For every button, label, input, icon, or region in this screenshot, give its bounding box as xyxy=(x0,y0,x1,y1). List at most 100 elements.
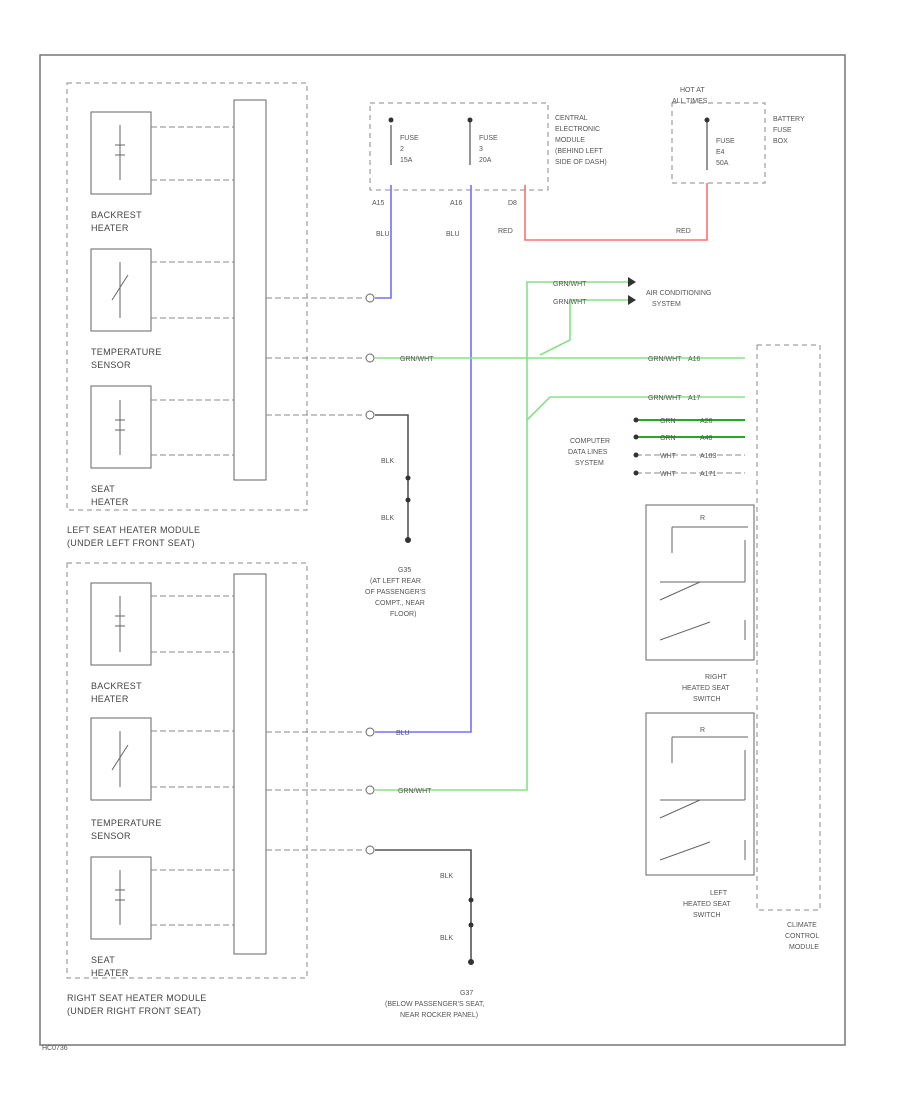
hot-at-all-times: HOT AT xyxy=(680,87,705,94)
climate-pin-a16: A16 xyxy=(688,356,701,363)
svg-text:ELECTRONIC: ELECTRONIC xyxy=(555,126,600,133)
seat-heater-element xyxy=(90,385,152,469)
svg-text:3: 3 xyxy=(479,146,483,153)
svg-text:GRN/WHT: GRN/WHT xyxy=(648,356,682,363)
connector-icons xyxy=(365,117,710,855)
svg-text:GRN/WHT: GRN/WHT xyxy=(398,788,432,795)
svg-text:(UNDER RIGHT FRONT SEAT): (UNDER RIGHT FRONT SEAT) xyxy=(67,1006,201,1016)
svg-text:15A: 15A xyxy=(400,157,413,164)
diagram-frame xyxy=(39,54,846,1046)
svg-text:BLU: BLU xyxy=(446,231,460,238)
svg-text:MODULE: MODULE xyxy=(555,137,585,144)
fuse-2-label: FUSE xyxy=(400,135,419,142)
svg-text:(BELOW PASSENGER'S SEAT,: (BELOW PASSENGER'S SEAT, xyxy=(385,1001,485,1008)
svg-text:GRN/WHT: GRN/WHT xyxy=(648,395,682,402)
ground-g35: G35 xyxy=(398,567,411,574)
right-heated-seat-switch xyxy=(645,504,755,661)
ground-g37: G37 xyxy=(460,990,473,997)
backrest-label: BACKREST xyxy=(91,681,142,691)
svg-text:BLK: BLK xyxy=(381,515,395,522)
blu-wire-upper xyxy=(375,185,392,299)
svg-text:SWITCH: SWITCH xyxy=(693,696,721,703)
svg-text:A48: A48 xyxy=(700,435,713,442)
svg-text:(UNDER LEFT FRONT SEAT): (UNDER LEFT FRONT SEAT) xyxy=(67,538,195,548)
svg-text:COMPT., NEAR: COMPT., NEAR xyxy=(375,600,425,607)
svg-text:RED: RED xyxy=(498,228,513,235)
pin-d8: D8 xyxy=(508,200,517,207)
svg-text:A103: A103 xyxy=(700,453,716,460)
svg-text:HEATER: HEATER xyxy=(91,223,129,233)
backrest-heater-element xyxy=(90,582,152,666)
right-switch-label: RIGHT xyxy=(705,674,728,681)
svg-text:BLU: BLU xyxy=(396,730,410,737)
svg-text:50A: 50A xyxy=(716,160,729,167)
backrest-heater-element xyxy=(90,111,152,195)
svg-text:BLK: BLK xyxy=(381,458,395,465)
right-seat-heater-module: BACKREST HEATER TEMPERATURE SENSOR SEAT … xyxy=(66,562,365,1016)
svg-text:GRN/WHT: GRN/WHT xyxy=(553,281,587,288)
grn-wht-wire-a17 xyxy=(526,396,745,421)
svg-text:SENSOR: SENSOR xyxy=(91,360,131,370)
left-switch-label: LEFT xyxy=(710,890,728,897)
pin-a15: A15 xyxy=(372,200,385,207)
blu-wire-main xyxy=(375,185,472,733)
svg-text:SYSTEM: SYSTEM xyxy=(652,301,681,308)
cem-label: CENTRAL xyxy=(555,115,588,122)
ground-icon xyxy=(405,537,411,543)
ground-icon xyxy=(468,959,474,965)
svg-text:A26: A26 xyxy=(700,418,713,425)
fuse-e4-label: FUSE xyxy=(716,138,735,145)
grn-wht-wire-ac xyxy=(539,299,630,356)
svg-text:HEATER: HEATER xyxy=(91,968,129,978)
climate-control-module: R R RIGHT HEATED SEAT SWITCH LEFT HEATED… xyxy=(645,344,821,951)
backrest-label: BACKREST xyxy=(91,210,142,220)
left-seat-heater-module: BACKREST HEATER TEMPERATURE SENSOR SEAT … xyxy=(66,82,365,548)
svg-text:A171: A171 xyxy=(700,471,716,478)
svg-text:GRN/WHT: GRN/WHT xyxy=(553,299,587,306)
left-heated-seat-switch xyxy=(645,712,755,876)
svg-text:HEATED SEAT: HEATED SEAT xyxy=(682,685,730,692)
temperature-sensor-element xyxy=(90,717,152,801)
left-module-title: LEFT SEAT HEATER MODULE xyxy=(67,525,200,535)
temperature-label: TEMPERATURE xyxy=(91,818,162,828)
svg-text:RED: RED xyxy=(676,228,691,235)
arrow-icon xyxy=(628,277,636,287)
seat-heater-label: SEAT xyxy=(91,484,115,494)
svg-text:WHT: WHT xyxy=(660,471,677,478)
ac-system-label: AIR CONDITIONING xyxy=(646,290,711,297)
svg-text:ALL TIMES: ALL TIMES xyxy=(672,98,708,105)
svg-text:R: R xyxy=(700,515,705,522)
svg-text:GRN/WHT: GRN/WHT xyxy=(400,356,434,363)
svg-text:WHT: WHT xyxy=(660,453,677,460)
svg-text:BLK: BLK xyxy=(440,935,454,942)
right-module-title: RIGHT SEAT HEATER MODULE xyxy=(67,993,207,1003)
module-block xyxy=(233,573,267,955)
svg-text:FLOOR): FLOOR) xyxy=(390,611,416,618)
svg-text:OF PASSENGER'S: OF PASSENGER'S xyxy=(365,589,426,596)
svg-text:HEATER: HEATER xyxy=(91,497,129,507)
svg-text:BOX: BOX xyxy=(773,138,788,145)
svg-text:HEATED SEAT: HEATED SEAT xyxy=(683,901,731,908)
pin-a16: A16 xyxy=(450,200,463,207)
svg-text:SYSTEM: SYSTEM xyxy=(575,460,604,467)
svg-text:GRN: GRN xyxy=(660,418,676,425)
svg-text:E4: E4 xyxy=(716,149,725,156)
battery-fuse-box-label: BATTERY xyxy=(773,116,805,123)
svg-text:DATA LINES: DATA LINES xyxy=(568,449,608,456)
arrow-icon xyxy=(628,295,636,305)
svg-text:BLK: BLK xyxy=(440,873,454,880)
svg-text:SENSOR: SENSOR xyxy=(91,831,131,841)
svg-text:GRN: GRN xyxy=(660,435,676,442)
grn-wht-wire-right-module xyxy=(375,281,630,791)
svg-text:(AT LEFT REAR: (AT LEFT REAR xyxy=(370,578,421,585)
svg-text:CONTROL: CONTROL xyxy=(785,933,819,940)
red-wire xyxy=(524,183,708,241)
module-block xyxy=(233,99,267,481)
fuse-3-label: FUSE xyxy=(479,135,498,142)
blk-wire-right xyxy=(375,849,472,962)
footer-code: HC0736 xyxy=(42,1045,68,1052)
svg-text:NEAR ROCKER PANEL): NEAR ROCKER PANEL) xyxy=(400,1012,478,1019)
temperature-label: TEMPERATURE xyxy=(91,347,162,357)
svg-text:FUSE: FUSE xyxy=(773,127,792,134)
